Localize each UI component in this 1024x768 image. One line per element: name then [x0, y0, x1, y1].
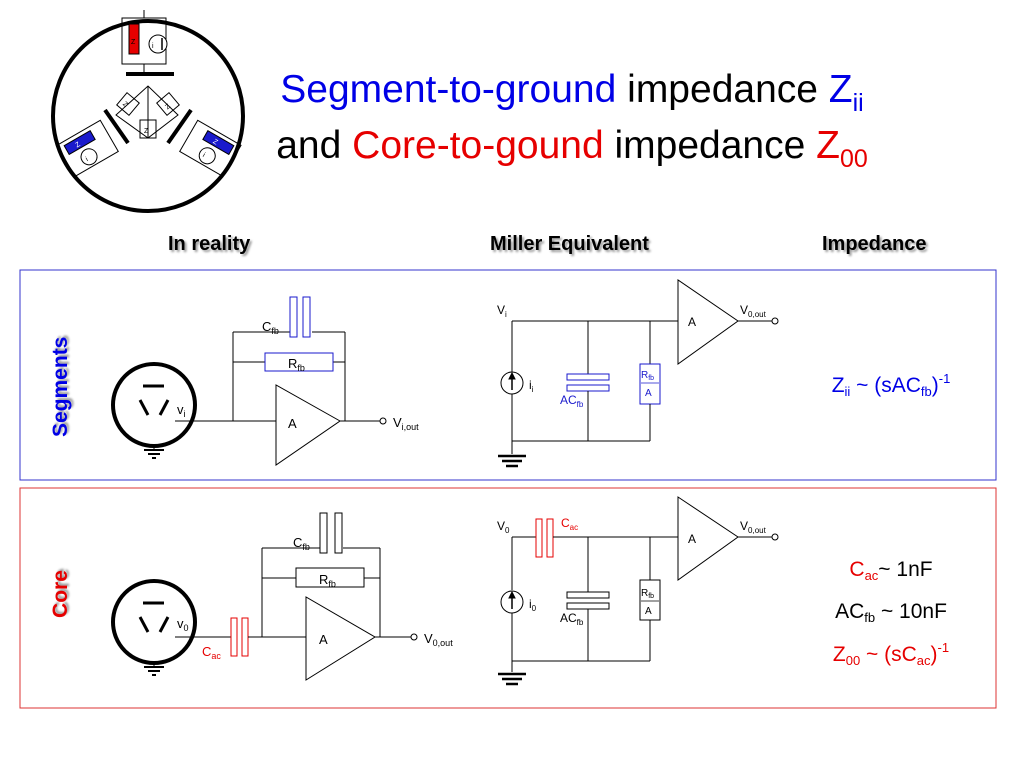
svg-text:ACfb: ACfb	[560, 393, 584, 409]
core-impedance-formula: Z00 ~ (sCac)-1	[832, 640, 950, 668]
svg-text:Z: Z	[212, 138, 220, 147]
segments-miller-amplifier	[677, 279, 739, 365]
svg-text:Rfb: Rfb	[288, 356, 305, 373]
svg-text:i: i	[201, 152, 206, 159]
column-header-miller-equivalent: Miller Equivalent	[490, 233, 649, 255]
title-and: and	[276, 124, 342, 167]
svg-text:ACfb: ACfb	[560, 611, 584, 627]
segments-impedance-formula: Zii ~ (sACfb)-1	[831, 371, 951, 399]
detector-right-blue-impedance	[202, 130, 235, 156]
svg-text:Cac: Cac	[202, 644, 221, 661]
svg-text:V0: V0	[497, 519, 510, 535]
svg-text:ii: ii	[529, 378, 534, 394]
svg-text:Vi: Vi	[497, 303, 507, 319]
svg-text:A: A	[288, 416, 297, 431]
detector-top-red-impedance	[128, 23, 140, 55]
column-header-impedance: Impedance	[822, 233, 927, 255]
title-zii-symbol: Zii	[828, 68, 864, 117]
segments-amplifier	[275, 384, 341, 466]
segments-miller-labels: Vi V0,out A ii ACfb Rfb A	[497, 303, 767, 409]
core-reality-circuit	[111, 512, 418, 681]
title-z00-symbol: Z00	[816, 124, 868, 173]
svg-text:i0: i0	[529, 597, 537, 613]
title-core-to-gound: Core-to-gound	[352, 124, 604, 167]
title-segment-to-ground: Segment-to-ground	[280, 68, 617, 111]
core-cac-value: Cac~ 1nF	[849, 558, 933, 583]
svg-text:Rfb: Rfb	[319, 572, 336, 589]
svg-text:Vi,out: Vi,out	[393, 415, 419, 432]
svg-text:Cfb: Cfb	[293, 535, 310, 552]
core-miller-circuit	[498, 496, 779, 686]
core-miller-amplifier	[677, 496, 739, 581]
svg-text:Z: Z	[131, 39, 136, 46]
title-impedance-1: impedance	[627, 68, 818, 111]
svg-text:A: A	[688, 532, 696, 546]
core-acfb-value: ACfb ~ 10nF	[835, 600, 947, 625]
slide-title-line2: and Core-to-gound impedance Z00	[112, 124, 1024, 173]
detector-icon: Z i Z Z Z Z i Z i	[51, 10, 245, 213]
core-amplifier	[305, 596, 376, 681]
core-reality-labels: Cfb Rfb A v0 Cac V0,out	[177, 535, 453, 661]
slide-title-line1: Segment-to-ground impedance Zii	[112, 68, 1024, 117]
svg-text:V0,out: V0,out	[740, 303, 767, 319]
svg-text:A: A	[319, 632, 328, 647]
svg-text:Z: Z	[144, 128, 149, 135]
svg-text:Z: Z	[74, 141, 82, 150]
svg-text:A: A	[688, 315, 696, 329]
svg-text:i: i	[85, 156, 90, 163]
svg-text:v0: v0	[177, 616, 189, 633]
svg-text:i: i	[152, 43, 154, 50]
svg-text:V0,out: V0,out	[424, 631, 453, 648]
segments-reality-circuit	[111, 296, 387, 466]
column-header-in-reality: In reality	[168, 233, 251, 255]
svg-text:vi: vi	[177, 402, 186, 419]
svg-text:Cfb: Cfb	[262, 319, 279, 336]
detector-left-blue-impedance	[63, 130, 96, 156]
svg-text:Z: Z	[121, 101, 129, 110]
core-miller-labels: V0 Cac V0,out A i0 ACfb Rfb A	[497, 516, 767, 627]
svg-text:Rfb: Rfb	[641, 588, 654, 600]
svg-text:V0,out: V0,out	[740, 519, 767, 535]
svg-text:A: A	[645, 606, 652, 617]
title-impedance-2: impedance	[614, 124, 806, 167]
svg-text:Z: Z	[164, 103, 172, 112]
svg-text:Cac: Cac	[561, 516, 578, 532]
core-row-frame	[19, 487, 997, 709]
segments-miller-circuit	[498, 279, 779, 468]
svg-text:Rfb: Rfb	[641, 370, 654, 382]
svg-text:A: A	[645, 388, 652, 399]
segments-reality-labels: Cfb Rfb A vi Vi,out	[177, 319, 419, 432]
segments-row-frame	[19, 269, 997, 481]
